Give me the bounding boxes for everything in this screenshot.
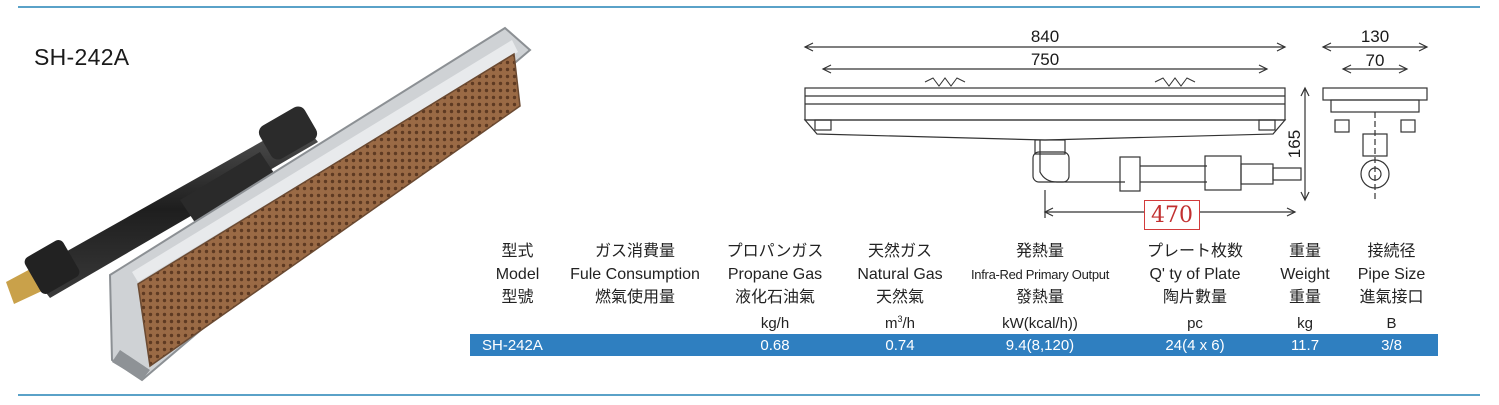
col-unit: kg/h <box>760 315 790 332</box>
bottom-rule <box>18 394 1480 396</box>
burner-photo <box>6 26 532 382</box>
col-unit <box>565 309 705 334</box>
cell-model: SH-242A <box>470 334 565 356</box>
col-jp: 発熱量 <box>1015 243 1064 260</box>
header-row-en: Model Fule Consumption Propane Gas Natur… <box>470 263 1438 286</box>
col-unit: kg <box>1297 315 1313 332</box>
col-en: Q' ty of Plate <box>1149 266 1241 283</box>
cell-propane: 0.68 <box>705 334 845 356</box>
col-en: Model <box>495 266 540 283</box>
cell-consumption <box>565 334 705 356</box>
col-zh: 液化石油氣 <box>734 289 815 306</box>
col-en: Fule Consumption <box>570 266 700 283</box>
dim-70: 70 <box>1366 51 1385 70</box>
col-en: Pipe Size <box>1357 266 1426 283</box>
col-zh: 發熱量 <box>1015 289 1064 306</box>
col-zh: 陶片數量 <box>1162 289 1227 306</box>
col-jp: 重量 <box>1288 243 1321 260</box>
col-en: Infra-Red Primary Output <box>970 267 1109 282</box>
unit-tail: /h <box>902 315 916 332</box>
col-unit: kW(kcal/h)) <box>1002 315 1078 332</box>
unit-base: m <box>884 315 898 332</box>
cell-output: 9.4(8,120) <box>955 334 1125 356</box>
col-jp: プレート枚数 <box>1146 243 1243 260</box>
col-en: Weight <box>1280 266 1330 283</box>
dim-470-label: 470 <box>1144 200 1200 230</box>
col-jp: ガス消費量 <box>594 243 675 260</box>
col-zh: 型號 <box>501 289 534 306</box>
header-row-jp: 型式 ガス消費量 プロパンガス 天然ガス 発熱量 プレート枚数 重量 接続径 <box>470 240 1438 263</box>
model-title: SH-242A <box>34 44 130 70</box>
col-zh: 天然氣 <box>875 289 924 306</box>
header-row-unit: kg/h m3/h kW(kcal/h)) pc kg B <box>470 309 1438 334</box>
col-jp: 天然ガス <box>867 243 932 260</box>
top-rule <box>18 6 1480 8</box>
dim-840: 840 <box>1031 27 1059 46</box>
col-unit: pc <box>1187 315 1203 332</box>
col-jp: 型式 <box>501 243 534 260</box>
col-unit <box>470 309 565 334</box>
header-row-zh: 型號 燃氣使用量 液化石油氣 天然氣 發熱量 陶片數量 重量 進氣接口 <box>470 286 1438 309</box>
col-zh: 燃氣使用量 <box>594 289 675 306</box>
dim-165: 165 <box>1285 130 1304 158</box>
cell-pipe-size: 3/8 <box>1345 334 1438 356</box>
spec-table: 型式 ガス消費量 プロパンガス 天然ガス 発熱量 プレート枚数 重量 接続径 M… <box>470 240 1438 356</box>
dim-130: 130 <box>1361 27 1389 46</box>
dimension-drawing: 840 750 130 70 165 <box>803 27 1429 218</box>
cell-weight: 11.7 <box>1265 334 1345 356</box>
col-en: Propane Gas <box>727 266 823 283</box>
col-jp: 接続径 <box>1367 243 1416 260</box>
cell-plates: 24(4 x 6) <box>1125 334 1265 356</box>
unit-sup: 3 <box>897 314 903 324</box>
col-unit: m3/h <box>845 309 955 334</box>
col-unit: B <box>1386 315 1397 332</box>
dim-750: 750 <box>1031 50 1059 69</box>
cell-natural: 0.74 <box>845 334 955 356</box>
col-zh: 重量 <box>1288 289 1321 306</box>
col-zh: 進氣接口 <box>1359 289 1424 306</box>
table-row: SH-242A 0.68 0.74 9.4(8,120) 24(4 x 6) 1… <box>470 334 1438 356</box>
col-en: Natural Gas <box>857 266 943 283</box>
col-jp: プロパンガス <box>726 243 824 260</box>
